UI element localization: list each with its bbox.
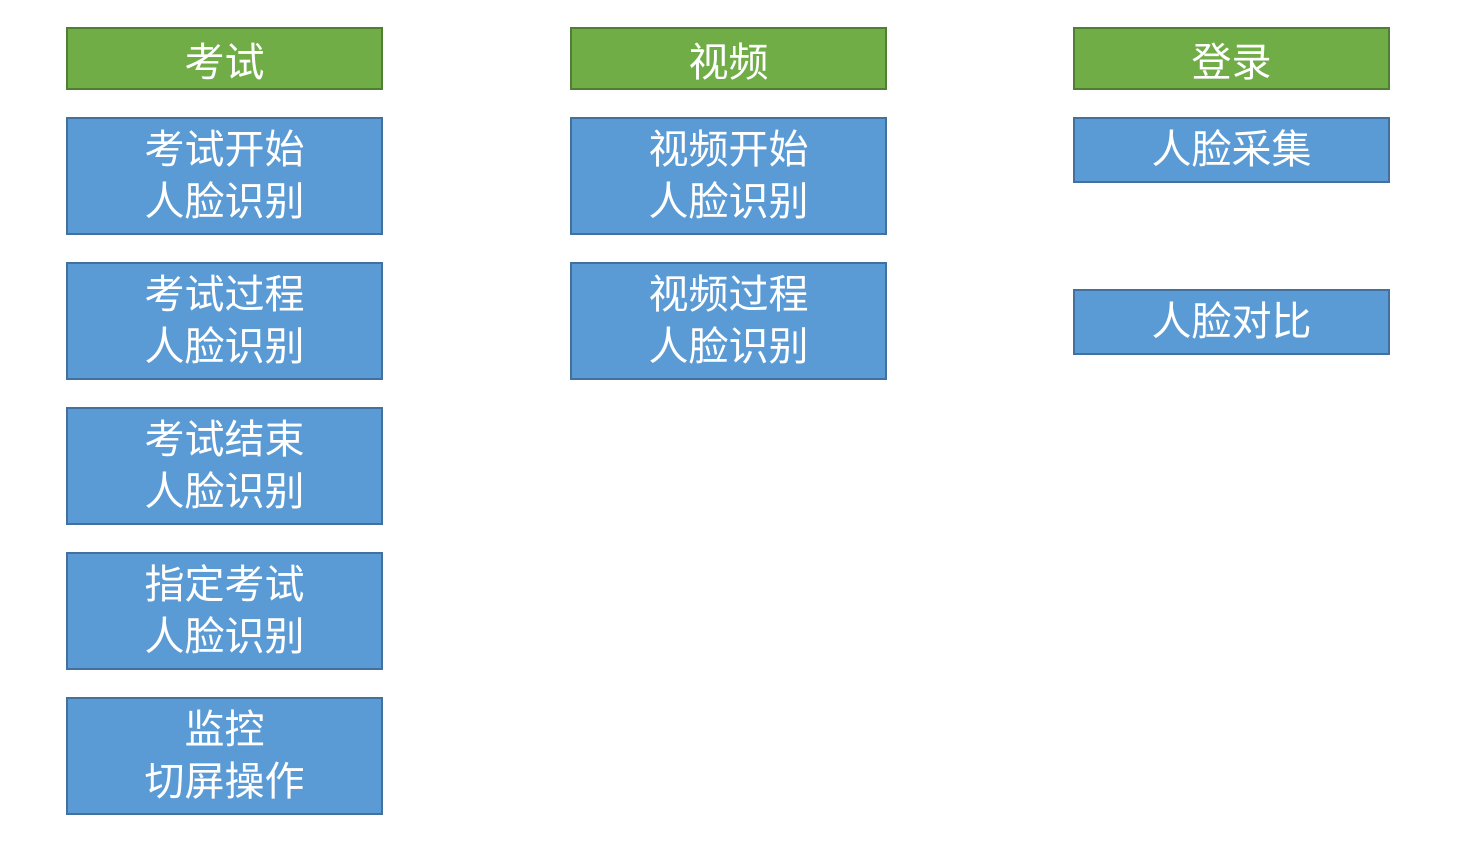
column-header-exam: 考试 [66,27,383,90]
box-exam-start-face-recognition: 考试开始 人脸识别 [66,117,383,235]
box-designated-exam-face-recognition: 指定考试 人脸识别 [66,552,383,670]
column-video: 视频 视频开始 人脸识别 视频过程 人脸识别 [570,27,887,407]
box-face-collection: 人脸采集 [1073,117,1390,183]
column-login: 登录 人脸采集 人脸对比 [1073,27,1390,382]
box-face-comparison: 人脸对比 [1073,289,1390,355]
column-header-video: 视频 [570,27,887,90]
column-exam: 考试 考试开始 人脸识别 考试过程 人脸识别 考试结束 人脸识别 指定考试 人脸… [66,27,383,842]
box-exam-end-face-recognition: 考试结束 人脸识别 [66,407,383,525]
box-video-process-face-recognition: 视频过程 人脸识别 [570,262,887,380]
column-header-login: 登录 [1073,27,1390,90]
box-exam-process-face-recognition: 考试过程 人脸识别 [66,262,383,380]
box-video-start-face-recognition: 视频开始 人脸识别 [570,117,887,235]
box-monitor-screen-switch: 监控 切屏操作 [66,697,383,815]
